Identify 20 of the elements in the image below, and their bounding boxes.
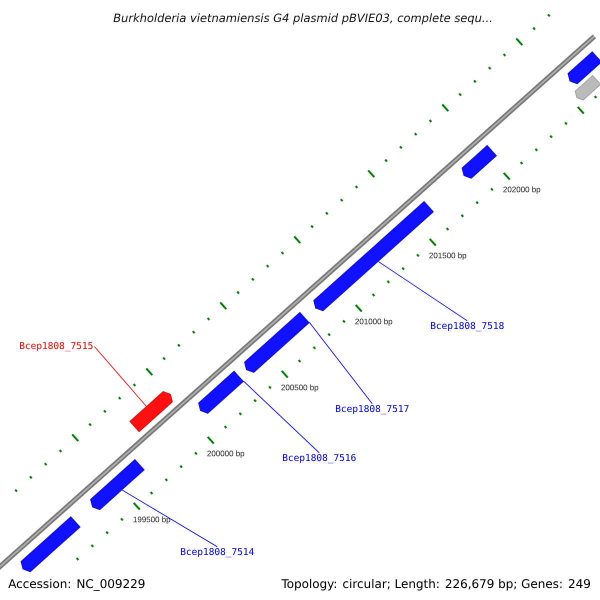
leader-line bbox=[243, 380, 320, 454]
gene-bar bbox=[462, 144, 497, 179]
leader-line bbox=[308, 322, 373, 404]
gene-bar bbox=[129, 391, 173, 432]
gene-bar bbox=[244, 312, 310, 373]
title: Burkholderia vietnamiensis G4 plasmid pBVIE03, complete sequ... bbox=[114, 13, 492, 24]
gene-bar bbox=[198, 370, 244, 414]
gene-bar bbox=[20, 516, 81, 572]
summary-text: Topology: circular; Length: 226,679 bp; Genes: 249 bbox=[281, 578, 590, 590]
gene-bar bbox=[90, 459, 145, 510]
gene-bar bbox=[568, 51, 600, 84]
leader-line bbox=[378, 261, 468, 322]
leader-line bbox=[122, 490, 218, 548]
gene-label: Bcep1808_7516 bbox=[282, 454, 356, 464]
leader-line bbox=[94, 346, 147, 407]
gene-label: Bcep1808_7518 bbox=[430, 322, 504, 332]
gene-bar bbox=[574, 75, 600, 100]
gene-label: Bcep1808_7515 bbox=[20, 342, 92, 352]
gene-label: Bcep1808_7517 bbox=[336, 404, 409, 414]
gene-label: Bcep1808_7514 bbox=[180, 548, 254, 558]
